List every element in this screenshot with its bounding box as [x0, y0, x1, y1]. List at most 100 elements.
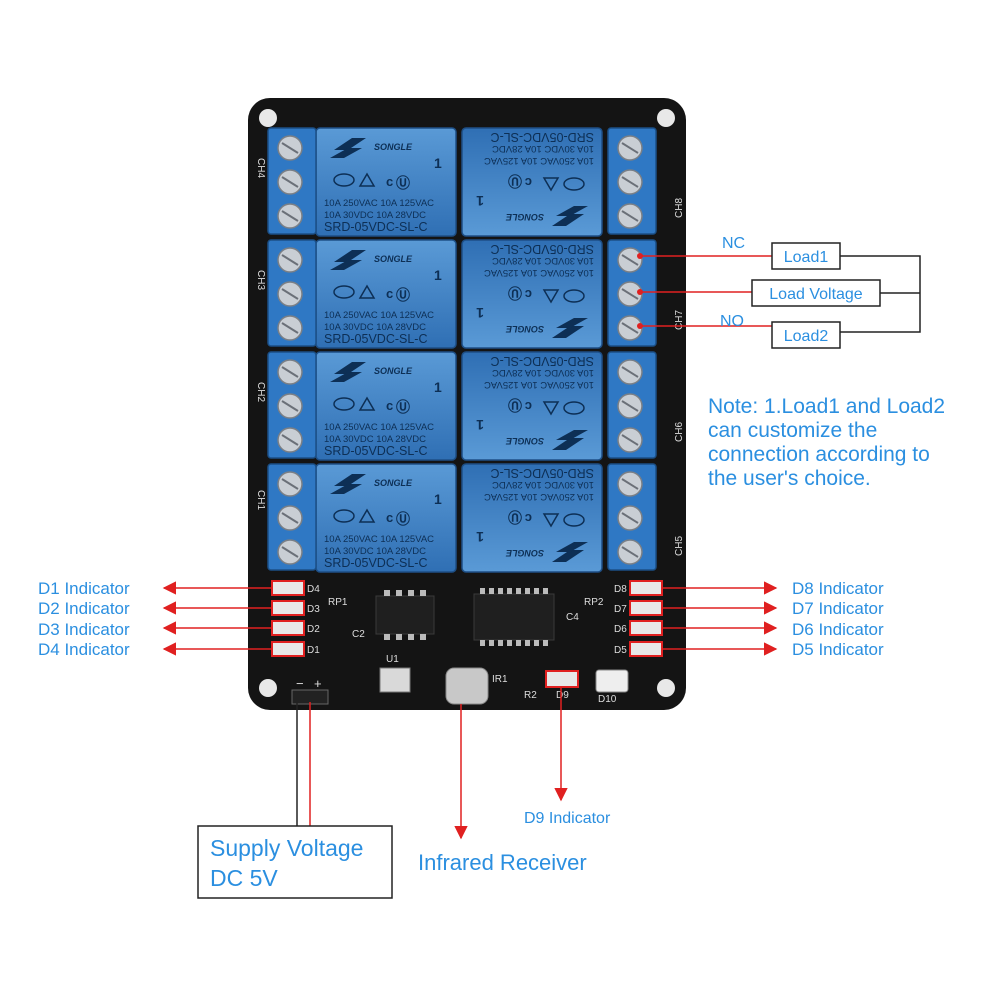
relay-model: SRD-05VDC-SL-C [324, 220, 428, 234]
mark-d9: D9 [556, 690, 569, 701]
led-d10 [595, 669, 629, 693]
relay-rating: 10A 30VDC 10A 28VDC [492, 479, 594, 490]
mount-hole [657, 679, 675, 697]
indicator-led [629, 620, 663, 636]
mark-rp1: RP1 [328, 597, 348, 608]
no-point [637, 323, 643, 329]
d9-led-highlight [545, 670, 579, 688]
mark-ir1: IR1 [492, 674, 508, 685]
d5-indicator-label: D5 Indicator [792, 640, 884, 659]
screw-terminal [607, 239, 657, 347]
load1-label: Load1 [784, 249, 829, 266]
indicator-led [629, 580, 663, 596]
d2-indicator-label: D2 Indicator [38, 599, 130, 618]
supply-voltage-line1: Supply Voltage [210, 835, 363, 861]
relay-rating: 10A 30VDC 10A 28VDC [324, 322, 426, 333]
load-voltage-box [751, 279, 881, 307]
relay-brand: SONGLE [505, 212, 544, 222]
indicator-led [629, 641, 663, 657]
mark-rp2: RP2 [584, 597, 604, 608]
indicator-led [271, 600, 305, 616]
channel-label: CH5 [674, 536, 685, 556]
relay-rating: 10A 30VDC 10A 28VDC [492, 143, 594, 154]
relay-model: SRD-05VDC-SL-C [491, 354, 595, 368]
d8-indicator-label: D8 Indicator [792, 579, 884, 598]
led-mark: D4 [307, 584, 320, 595]
relay-rating: 10A 250VAC 10A 125VAC [484, 491, 594, 502]
led-mark: D1 [307, 645, 320, 656]
relay-rating: 10A 30VDC 10A 28VDC [324, 434, 426, 445]
nc-label: NC [722, 235, 745, 252]
relay-model: SRD-05VDC-SL-C [491, 130, 595, 144]
relay-rating: 10A 250VAC 10A 125VAC [484, 379, 594, 390]
nc-point [637, 253, 643, 259]
d7-indicator-label: D7 Indicator [792, 599, 884, 618]
channel-label: CH4 [255, 158, 266, 178]
mount-hole [657, 109, 675, 127]
relay-brand: SONGLE [505, 324, 544, 334]
channel-label: CH2 [255, 382, 266, 402]
screw-terminal [607, 351, 657, 459]
infrared-receiver-module [445, 667, 489, 705]
d6-indicator-label: D6 Indicator [792, 620, 884, 639]
relay-rating: 10A 250VAC 10A 125VAC [484, 267, 594, 278]
mark-c2: C2 [352, 629, 365, 640]
channel-label: CH7 [674, 310, 685, 330]
relay-brand: SONGLE [374, 254, 413, 264]
note-line: can customize the [708, 419, 877, 442]
no-label: NO [720, 313, 744, 330]
relay-model: SRD-05VDC-SL-C [324, 556, 428, 570]
relay-rating: 10A 30VDC 10A 28VDC [324, 210, 426, 221]
screw-terminal [267, 463, 317, 571]
relay-rating: 10A 250VAC 10A 125VAC [324, 310, 434, 321]
screw-terminal [607, 127, 657, 235]
indicator-led [271, 641, 305, 657]
screw-terminal [267, 127, 317, 235]
relay-brand: SONGLE [374, 142, 413, 152]
led-mark: D8 [614, 584, 627, 595]
led-mark: D7 [614, 604, 627, 615]
note-line: the user's choice. [708, 467, 871, 490]
load1-box [771, 242, 841, 270]
d3-indicator-label: D3 Indicator [38, 620, 130, 639]
relay-rating: 10A 30VDC 10A 28VDC [324, 546, 426, 557]
relay-model: SRD-05VDC-SL-C [491, 242, 595, 256]
power-header [291, 689, 329, 705]
led-mark: D5 [614, 645, 627, 656]
common-point [637, 289, 643, 295]
mount-hole [259, 679, 277, 697]
mount-hole [259, 109, 277, 127]
relay-rating: 10A 30VDC 10A 28VDC [492, 367, 594, 378]
relay-brand: SONGLE [374, 478, 413, 488]
note-line: Note: 1.Load1 and Load2 [708, 395, 945, 418]
indicator-led [629, 600, 663, 616]
relay-brand: SONGLE [505, 436, 544, 446]
d4-indicator-label: D4 Indicator [38, 640, 130, 659]
ic-main [473, 593, 555, 641]
screw-terminal [607, 463, 657, 571]
mark-d10: D10 [598, 694, 617, 705]
relay-model: SRD-05VDC-SL-C [324, 332, 428, 346]
led-mark: D6 [614, 624, 627, 635]
supply-voltage-line2: DC 5V [210, 865, 278, 891]
mark-c4: C4 [566, 612, 579, 623]
relay-rating: 10A 250VAC 10A 125VAC [484, 155, 594, 166]
relay-model: SRD-05VDC-SL-C [324, 444, 428, 458]
capacitor [379, 667, 411, 693]
led-mark: D2 [307, 624, 320, 635]
load2-label: Load2 [784, 328, 829, 345]
mark-plus: + [314, 676, 322, 691]
relay-model: SRD-05VDC-SL-C [491, 466, 595, 480]
d1-indicator-label: D1 Indicator [38, 579, 130, 598]
load-voltage-label: Load Voltage [769, 286, 863, 303]
relay-rating: 10A 250VAC 10A 125VAC [324, 534, 434, 545]
channel-label: CH8 [674, 198, 685, 218]
mark-minus: − [296, 676, 304, 691]
load2-box [771, 321, 841, 349]
